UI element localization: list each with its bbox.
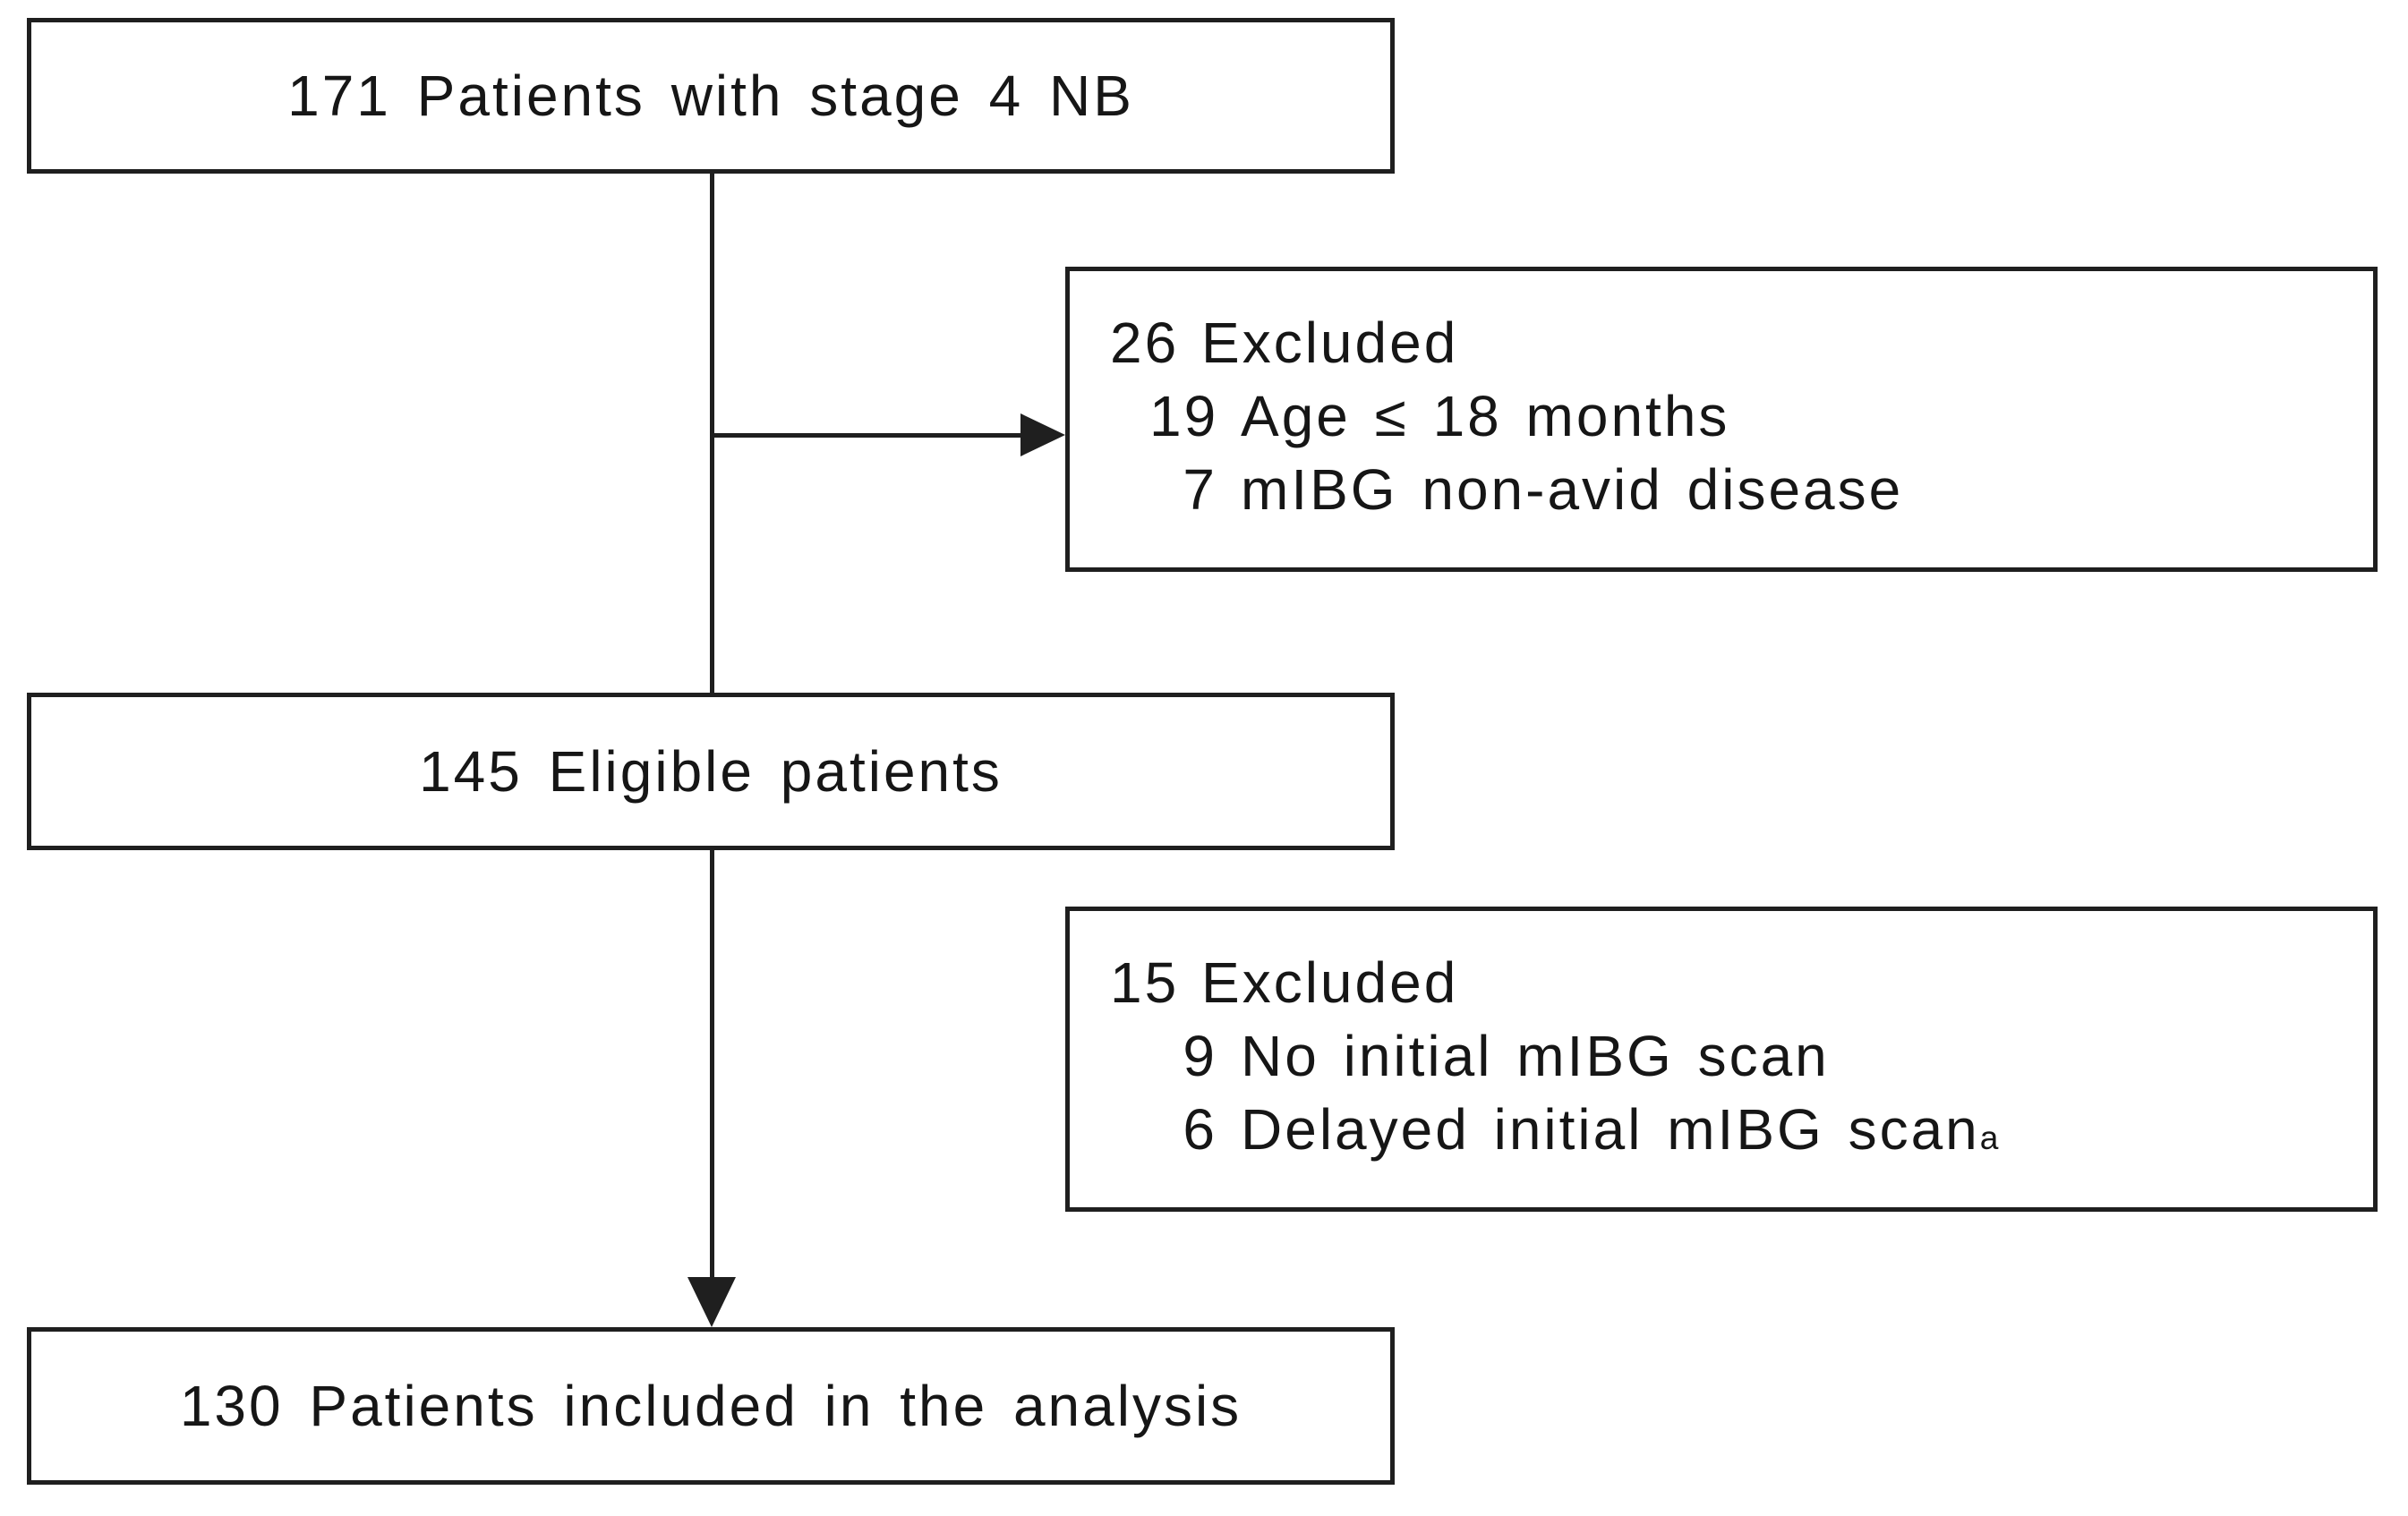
box-patients-total-label: 171 Patients with stage 4 NB (287, 64, 1134, 128)
connector-eligible-to-final (710, 850, 714, 1278)
connector-top-to-eligible (710, 174, 714, 693)
excluded-1-item-count: 19 (1149, 383, 1219, 448)
arrowhead-down-icon (687, 1277, 736, 1327)
excluded-2-header-count: 15 (1110, 950, 1180, 1015)
excluded-2-item-label: No initial mIBG scan (1241, 1023, 1830, 1088)
connector-to-excluded-1 (713, 433, 1022, 438)
box-included-analysis-label: 130 Patients included in the analysis (179, 1374, 1242, 1438)
box-eligible-patients: 145 Eligible patients (27, 693, 1395, 850)
excluded-1-item: 7 mIBG non-avid disease (1149, 456, 2373, 530)
excluded-2-item: 9 No initial mIBG scan (1149, 1023, 2373, 1096)
arrowhead-right-icon (1020, 413, 1065, 456)
excluded-1-item-count: 7 (1183, 456, 1217, 522)
box-included-analysis: 130 Patients included in the analysis (27, 1327, 1395, 1485)
excluded-1-header-label: Excluded (1201, 310, 1459, 375)
excluded-2-item-count: 9 (1183, 1023, 1217, 1088)
excluded-1-item-label: mIBG non-avid disease (1241, 456, 1904, 522)
excluded-1-header-count: 26 (1110, 310, 1180, 375)
excluded-2-header-label: Excluded (1201, 950, 1459, 1015)
box-excluded-2: 15 Excluded 9 No initial mIBG scan 6 Del… (1065, 907, 2378, 1212)
box-patients-total: 171 Patients with stage 4 NB (27, 18, 1395, 174)
box-excluded-1: 26 Excluded 19 Age ≤ 18 months 7 mIBG no… (1065, 267, 2378, 572)
excluded-1-item: 19 Age ≤ 18 months (1149, 383, 2373, 456)
excluded-1-header: 26 Excluded (1110, 310, 2373, 383)
excluded-2-item-count: 6 (1183, 1096, 1217, 1162)
excluded-2-item-footnote-marker: a (1979, 1118, 2000, 1156)
excluded-1-item-label: Age ≤ 18 months (1241, 383, 1730, 448)
excluded-2-header: 15 Excluded (1110, 950, 2373, 1023)
box-eligible-patients-label: 145 Eligible patients (419, 739, 1003, 804)
excluded-2-item-label: Delayed initial mIBG scan (1241, 1096, 1980, 1162)
